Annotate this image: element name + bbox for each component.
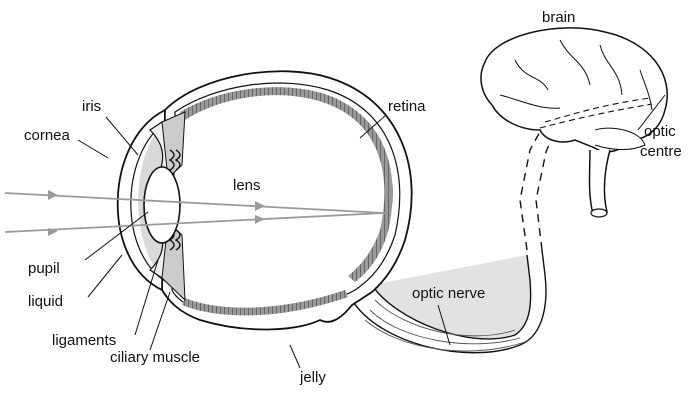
- leader-lines: [77, 94, 666, 369]
- label-iris: iris: [82, 98, 101, 115]
- label-optic-nerve: optic nerve: [412, 285, 485, 302]
- label-retina: retina: [388, 98, 426, 115]
- label-pupil: pupil: [28, 260, 60, 277]
- label-cornea: cornea: [24, 127, 71, 144]
- label-jelly: jelly: [299, 369, 326, 386]
- retina-layer-top: [180, 87, 325, 120]
- label-optic-centre-line2: centre: [640, 143, 682, 160]
- label-optic-centre-line1: optic: [644, 123, 676, 140]
- label-ligaments: ligaments: [52, 332, 116, 349]
- brain-illustration: [480, 27, 668, 218]
- label-ciliary-muscle: ciliary muscle: [110, 349, 200, 366]
- lens: [143, 166, 181, 244]
- eyeball: [161, 70, 413, 331]
- label-lens: lens: [233, 177, 261, 194]
- optic-nerve: [351, 127, 556, 354]
- retina-layer: [322, 94, 393, 282]
- labels: brain iris cornea retina lens optic cent…: [24, 9, 682, 386]
- label-liquid: liquid: [28, 293, 63, 310]
- label-brain: brain: [542, 9, 575, 26]
- light-rays: [4, 190, 386, 236]
- retina-layer-bottom: [182, 290, 348, 316]
